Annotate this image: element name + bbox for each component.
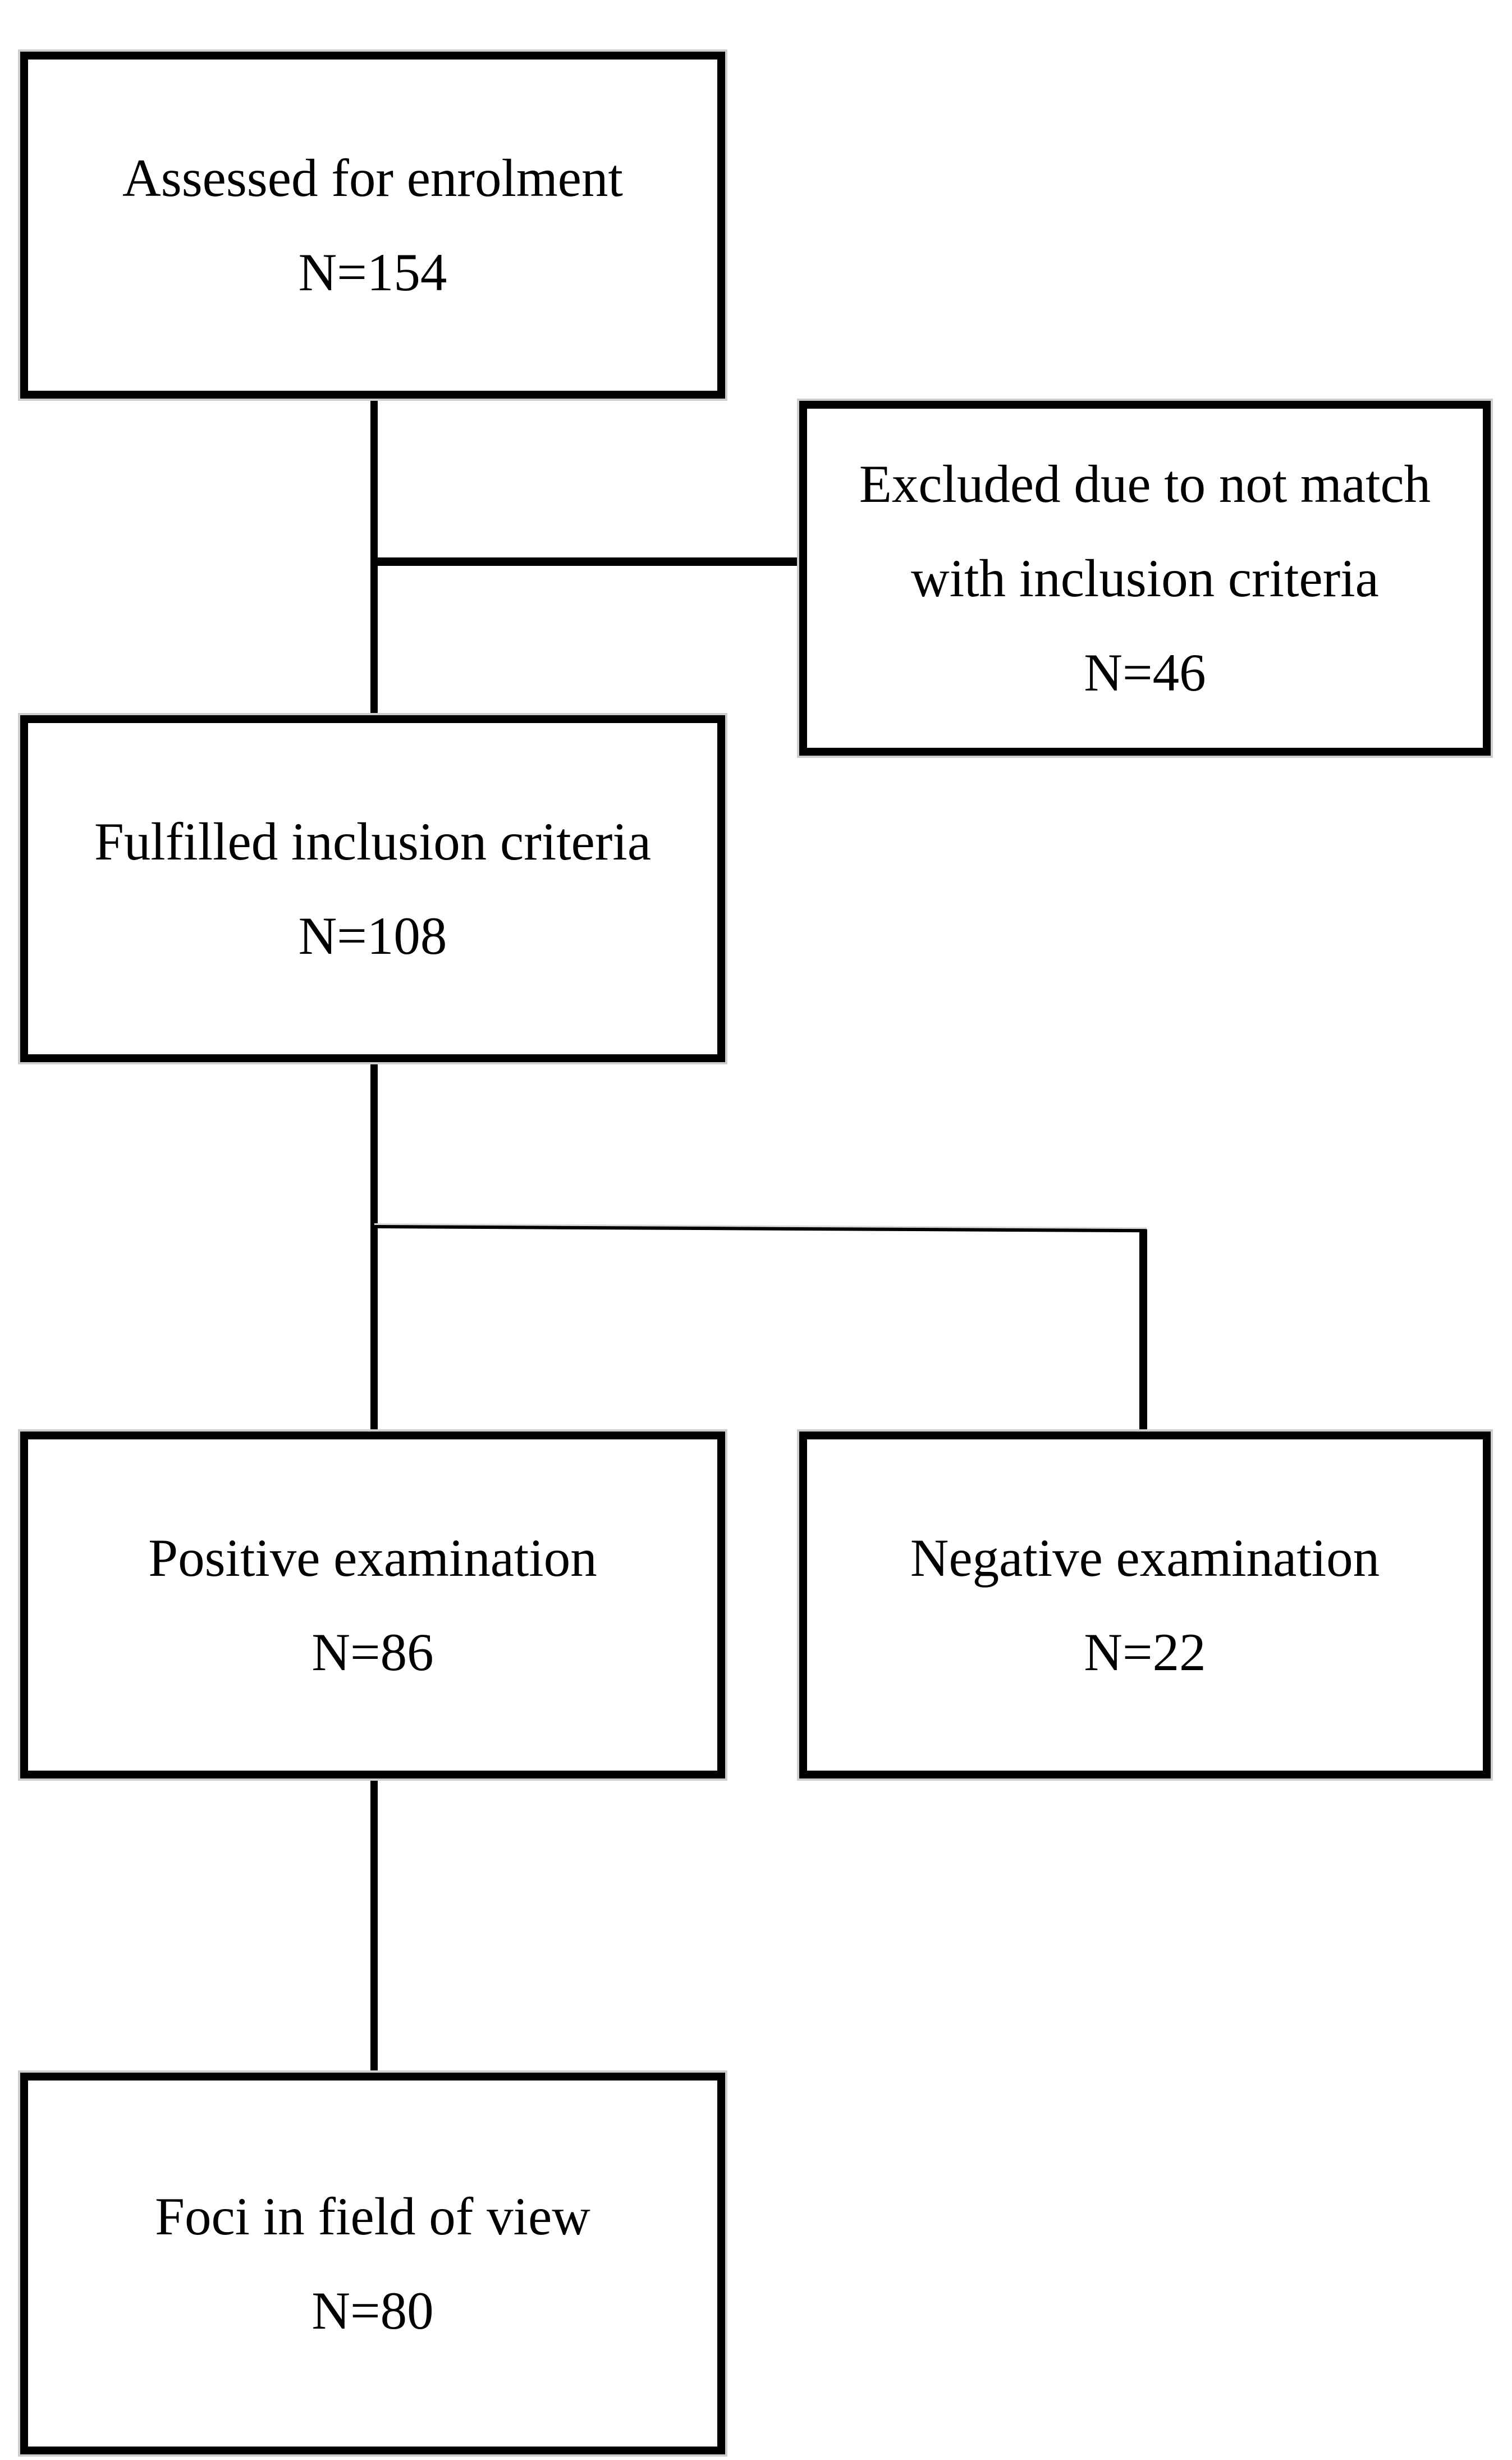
connector-assessed-to-fulfilled (370, 396, 378, 717)
box-label: Foci in field of view (155, 2187, 590, 2246)
flow-box-negative-examination: Negative examination N=22 (799, 1432, 1491, 1778)
box-label: Assessed for enrolment (122, 148, 623, 208)
connector-assessed-to-excluded (370, 557, 800, 566)
box-count: N=154 (298, 243, 447, 302)
flow-box-fulfilled-inclusion-criteria: Fulfilled inclusion criteria N=108 (20, 715, 725, 1062)
flow-box-positive-examination: Positive examination N=86 (20, 1432, 725, 1778)
connector-positive-to-foci (370, 1776, 378, 2075)
box-count: N=22 (1084, 1622, 1206, 1682)
box-label: with inclusion criteria (911, 548, 1379, 608)
flow-box-assessed-for-enrolment: Assessed for enrolment N=154 (20, 52, 725, 399)
box-label: Negative examination (910, 1528, 1380, 1588)
flow-box-foci-in-field-of-view: Foci in field of view N=80 (20, 2073, 725, 2454)
box-label: Fulfilled inclusion criteria (94, 812, 651, 871)
box-count: N=46 (1084, 643, 1206, 702)
connector-branch-to-negative (374, 1225, 1147, 1233)
connector-drop-into-negative (1139, 1229, 1147, 1436)
connector-fulfilled-to-positive (370, 1060, 378, 1434)
box-count: N=86 (311, 1622, 434, 1682)
box-count: N=80 (311, 2281, 434, 2340)
box-label: Positive examination (148, 1528, 597, 1588)
flow-box-excluded: Excluded due to not match with inclusion… (799, 401, 1491, 756)
box-label: Excluded due to not match (859, 454, 1431, 514)
box-count: N=108 (298, 906, 447, 966)
